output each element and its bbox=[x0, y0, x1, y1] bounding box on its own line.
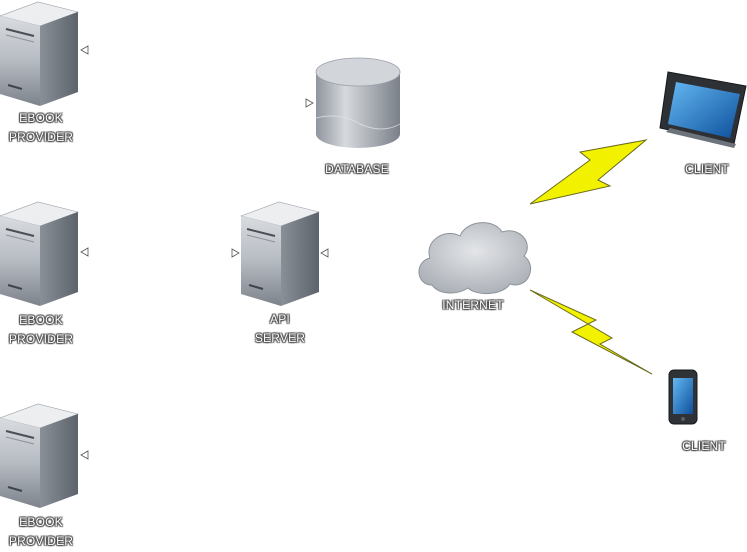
lightning-bolt-upper bbox=[529, 139, 648, 205]
lightning-bolt-lower bbox=[529, 289, 653, 375]
client-tablet-label: CLIENT bbox=[685, 162, 729, 176]
database-icon bbox=[315, 57, 401, 148]
provider-label-1: EBOOK PROVIDER bbox=[2, 109, 80, 147]
cloud-icon bbox=[418, 222, 531, 294]
tablet-icon bbox=[659, 71, 747, 148]
client-phone-label: CLIENT bbox=[682, 439, 726, 453]
server-icon-provider-1 bbox=[0, 1, 79, 107]
server-icon-provider-3 bbox=[0, 403, 79, 509]
provider-label-3: EBOOK PROVIDER bbox=[2, 513, 80, 551]
provider-label-3-line1: EBOOK bbox=[19, 515, 63, 529]
api-server-label: API SERVER bbox=[240, 310, 320, 348]
connector-arrow-db bbox=[305, 98, 314, 108]
database-label: DATABASE bbox=[325, 162, 389, 176]
connector-arrow-3 bbox=[80, 450, 89, 460]
phone-icon bbox=[668, 369, 698, 425]
connector-arrow-api-right bbox=[320, 248, 329, 258]
connector-arrow-api-left bbox=[231, 248, 240, 258]
server-icon-api bbox=[240, 201, 320, 307]
api-server-label-line1: API bbox=[270, 312, 290, 326]
api-server-label-line2: SERVER bbox=[254, 331, 306, 345]
provider-label-2-line2: PROVIDER bbox=[8, 332, 74, 346]
provider-label-2: EBOOK PROVIDER bbox=[2, 311, 80, 349]
connector-arrow-2 bbox=[80, 247, 89, 257]
provider-label-3-line2: PROVIDER bbox=[8, 534, 74, 548]
internet-label: INTERNET bbox=[442, 298, 504, 312]
provider-label-1-line2: PROVIDER bbox=[8, 130, 74, 144]
provider-label-1-line1: EBOOK bbox=[19, 111, 63, 125]
server-icon-provider-2 bbox=[0, 201, 79, 307]
connector-arrow-1 bbox=[80, 45, 89, 55]
provider-label-2-line1: EBOOK bbox=[19, 313, 63, 327]
